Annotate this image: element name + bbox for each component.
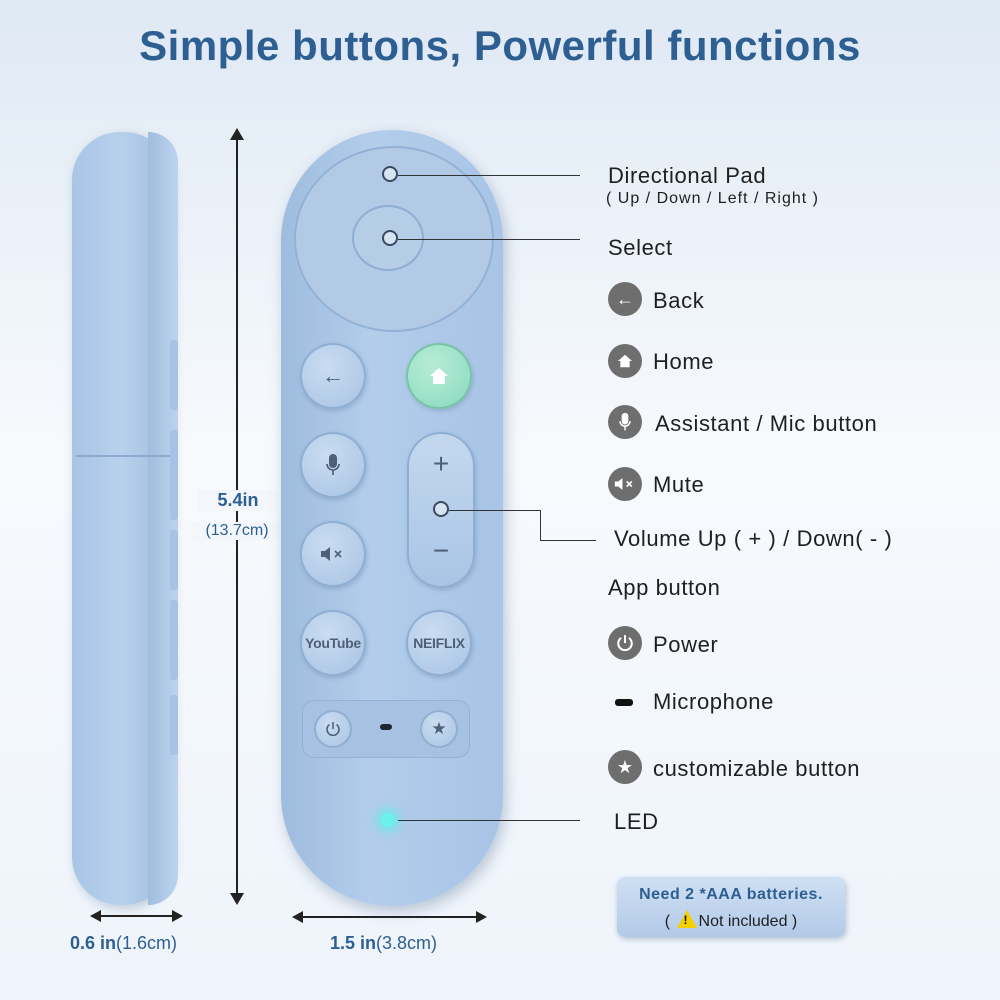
select-marker	[382, 230, 398, 246]
netflix-button[interactable]: NEIFLIX	[406, 610, 472, 676]
depth-label: 0.6 in(1.6cm)	[70, 933, 177, 954]
led-light	[381, 813, 395, 827]
width-dimension-line	[298, 916, 480, 918]
label-directional-pad: Directional Pad	[608, 163, 767, 188]
label-back: Back	[653, 288, 705, 313]
label-microphone: Microphone	[653, 689, 774, 714]
power-icon	[608, 626, 642, 660]
mute-button[interactable]	[300, 521, 366, 587]
mute-icon	[608, 467, 642, 501]
label-app-button: App button	[608, 575, 721, 600]
label-volume: Volume Up ( + ) / Down( - )	[614, 526, 893, 551]
arrow-down-icon	[230, 893, 244, 905]
star-icon: ★	[608, 750, 642, 784]
volume-leader	[449, 510, 540, 511]
label-power: Power	[653, 632, 719, 657]
page-title: Simple buttons, Powerful functions	[139, 22, 861, 69]
label-select: Select	[608, 235, 673, 260]
volume-leader	[540, 510, 541, 540]
label-directional-pad-sub: ( Up / Down / Left / Right )	[606, 190, 819, 207]
side-button-nub	[170, 695, 178, 755]
width-value: 1.5 in	[330, 933, 377, 953]
mic-icon	[326, 454, 340, 475]
battery-note-line2: ( Not included )	[617, 910, 845, 931]
warning-icon	[676, 910, 697, 928]
volume-up-label: +	[432, 448, 450, 479]
mute-icon	[321, 547, 342, 561]
led-leader	[398, 820, 580, 821]
volume-leader	[540, 540, 596, 541]
width-value-cm: (3.8cm)	[376, 933, 438, 953]
arrow-left-icon	[90, 910, 101, 922]
height-dimension-line	[236, 135, 238, 900]
label-assistant: Assistant / Mic button	[655, 411, 878, 436]
label-led: LED	[614, 809, 659, 834]
assistant-mic-button[interactable]	[300, 432, 366, 498]
battery-note	[617, 877, 845, 937]
arrow-up-icon	[230, 128, 244, 140]
side-seam	[76, 455, 176, 457]
arrow-left-icon: ←	[322, 363, 344, 388]
dpad-leader	[398, 175, 580, 176]
volume-marker	[433, 501, 449, 517]
height-label-cm: (13.7cm)	[192, 522, 282, 540]
height-label: 5.4in	[198, 490, 278, 511]
home-icon	[430, 368, 448, 384]
select-leader	[398, 239, 580, 240]
star-icon: ★	[431, 719, 447, 738]
arrow-left-icon	[292, 911, 303, 923]
side-button-nub	[170, 530, 178, 590]
home-icon	[608, 344, 642, 378]
volume-down-label: −	[432, 535, 450, 566]
back-icon: ←	[608, 282, 642, 316]
battery-not-included: Not included )	[698, 913, 798, 930]
back-button[interactable]: ←	[300, 343, 366, 409]
battery-note-line1: Need 2 *AAA batteries.	[639, 886, 823, 903]
power-icon	[326, 722, 340, 737]
side-button-nub	[170, 600, 178, 680]
battery-paren: (	[664, 913, 671, 930]
arrow-right-icon	[172, 910, 183, 922]
microphone-slot	[380, 724, 392, 730]
home-button[interactable]	[406, 343, 472, 409]
width-label: 1.5 in(3.8cm)	[330, 933, 437, 954]
power-button[interactable]	[314, 710, 352, 748]
dpad-marker	[382, 166, 398, 182]
depth-value: 0.6 in	[70, 933, 117, 953]
arrow-right-icon	[476, 911, 487, 923]
side-button-nub	[170, 340, 178, 410]
mic-icon	[608, 405, 642, 439]
youtube-button[interactable]: YouTube	[300, 610, 366, 676]
label-mute: Mute	[653, 472, 705, 497]
customizable-button[interactable]: ★	[420, 710, 458, 748]
depth-dimension-line	[96, 915, 176, 917]
label-customizable: customizable button	[653, 756, 861, 781]
side-button-nub	[170, 430, 178, 520]
depth-value-cm: (1.6cm)	[116, 933, 178, 953]
microphone-icon	[615, 699, 633, 706]
label-home: Home	[653, 349, 715, 374]
